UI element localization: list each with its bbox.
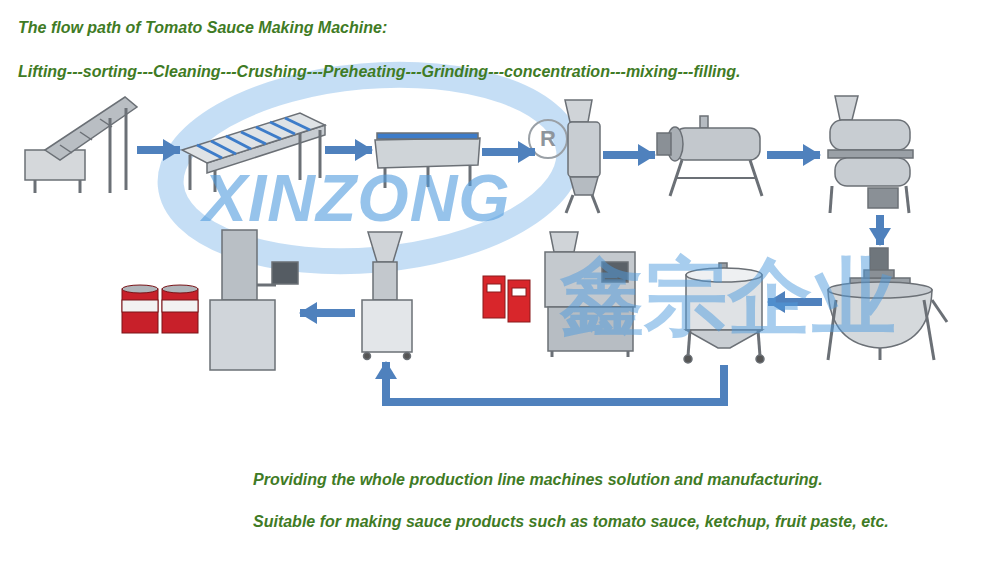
flow-arrow — [767, 151, 820, 159]
flow-arrow — [482, 148, 535, 156]
tagline: Suitable for making sauce products such … — [253, 512, 889, 531]
sorting-machine-part — [189, 155, 192, 190]
crusher-machine-part — [566, 195, 573, 213]
elevator-box — [22, 95, 137, 195]
elevator-machine-part — [125, 108, 128, 190]
process-steps: Lifting---sorting---Cleaning---Crushing-… — [18, 62, 741, 81]
pulper-machine-part — [835, 158, 910, 186]
crusher-box — [535, 100, 603, 215]
canned-product-part — [162, 300, 198, 312]
preheater-machine-part — [657, 133, 671, 155]
cleaning-machine-part — [375, 138, 480, 168]
watermark-text: XINZONG — [203, 165, 511, 231]
paste-filler-part — [364, 353, 371, 360]
elevator-machine-part — [60, 145, 72, 153]
crusher-machine-part — [570, 177, 598, 195]
crusher-machine-part — [592, 195, 599, 213]
canned-product-part — [162, 285, 198, 293]
canned-product-part — [122, 289, 158, 333]
flow-arrow — [300, 309, 355, 317]
paste-filler-part — [404, 353, 411, 360]
sachet-packing-machine-part — [627, 351, 630, 357]
pulper-box — [820, 95, 918, 215]
seamer-box — [205, 228, 300, 376]
paste-filler-part — [373, 262, 397, 300]
title-text: The flow path of Tomato Sauce Making Mac… — [18, 18, 387, 37]
watermark-text: 鑫宗企业 — [560, 255, 896, 339]
sorting-machine-part-part — [285, 118, 310, 130]
pulper-machine-part — [835, 96, 858, 120]
pulper-machine-part — [830, 120, 910, 150]
sorting-machine-part-part — [197, 145, 222, 158]
elevator-machine-part — [45, 97, 137, 160]
canned-product — [122, 285, 198, 333]
elevator-machine-part — [34, 180, 37, 193]
flow-arrow — [876, 215, 884, 245]
sorting-machine-part-part — [241, 132, 266, 144]
can-seamer — [210, 230, 298, 370]
crusher-machine — [565, 100, 600, 213]
pulper-machine — [828, 96, 913, 213]
can-seamer-part — [210, 300, 275, 370]
pulper-machine-part — [868, 188, 898, 208]
sorting-machine-part-part — [211, 141, 236, 154]
preheater-machine-part — [700, 116, 708, 128]
sorting-machine-part-part — [226, 136, 251, 149]
flow-arrow — [386, 362, 724, 402]
sachet-products-part — [483, 276, 505, 318]
pulper-machine-part — [906, 186, 909, 213]
tagline: Providing the whole production line mach… — [253, 470, 823, 489]
preheater-machine-part — [676, 177, 756, 179]
paste-filler — [362, 232, 412, 360]
sorting-machine-part — [182, 113, 325, 163]
cleaning-machine-part — [377, 133, 478, 139]
elevator-machine-part — [80, 132, 92, 140]
sorting-machine-part-part — [256, 127, 281, 139]
elevator-machine — [25, 97, 137, 193]
kettle-machine-part — [932, 300, 947, 322]
sachet-products-part — [487, 284, 501, 292]
pulper-machine-part — [830, 186, 832, 213]
mixing-tank-part — [756, 355, 764, 363]
elevator-machine-part — [109, 118, 112, 193]
sachet-packing-machine-part — [551, 351, 554, 357]
flow-arrow — [325, 146, 372, 154]
paste-filler-part — [368, 232, 402, 262]
canned-product-part — [122, 300, 158, 312]
elevator-machine-part — [79, 180, 82, 193]
flow-arrow — [603, 151, 655, 159]
sorting-machine-part-part — [270, 122, 295, 134]
sachet-products-part — [508, 280, 530, 322]
paste-filler-part — [362, 300, 412, 352]
preheater-machine — [657, 116, 762, 196]
kettle-machine-part — [879, 348, 882, 360]
filler-box — [355, 228, 417, 362]
canned-product-part — [122, 285, 158, 293]
crusher-machine-part — [565, 100, 592, 122]
sachet-products-part — [512, 288, 526, 296]
can-seamer-part — [222, 230, 257, 300]
preheater-box — [655, 110, 767, 198]
registered-mark: R — [529, 120, 567, 158]
can-seamer-part — [272, 262, 298, 284]
sachet-products — [483, 276, 530, 322]
flow-arrow — [137, 146, 180, 154]
kettle-machine-part — [924, 300, 934, 360]
pulper-machine-part — [828, 150, 913, 158]
preheater-machine-part — [675, 128, 760, 160]
mixing-tank-part — [684, 355, 692, 363]
canned-product-part — [162, 289, 198, 333]
sachet-packing-machine-part — [550, 232, 578, 252]
crusher-machine-part — [568, 122, 600, 177]
sorting-machine-part — [197, 118, 310, 158]
